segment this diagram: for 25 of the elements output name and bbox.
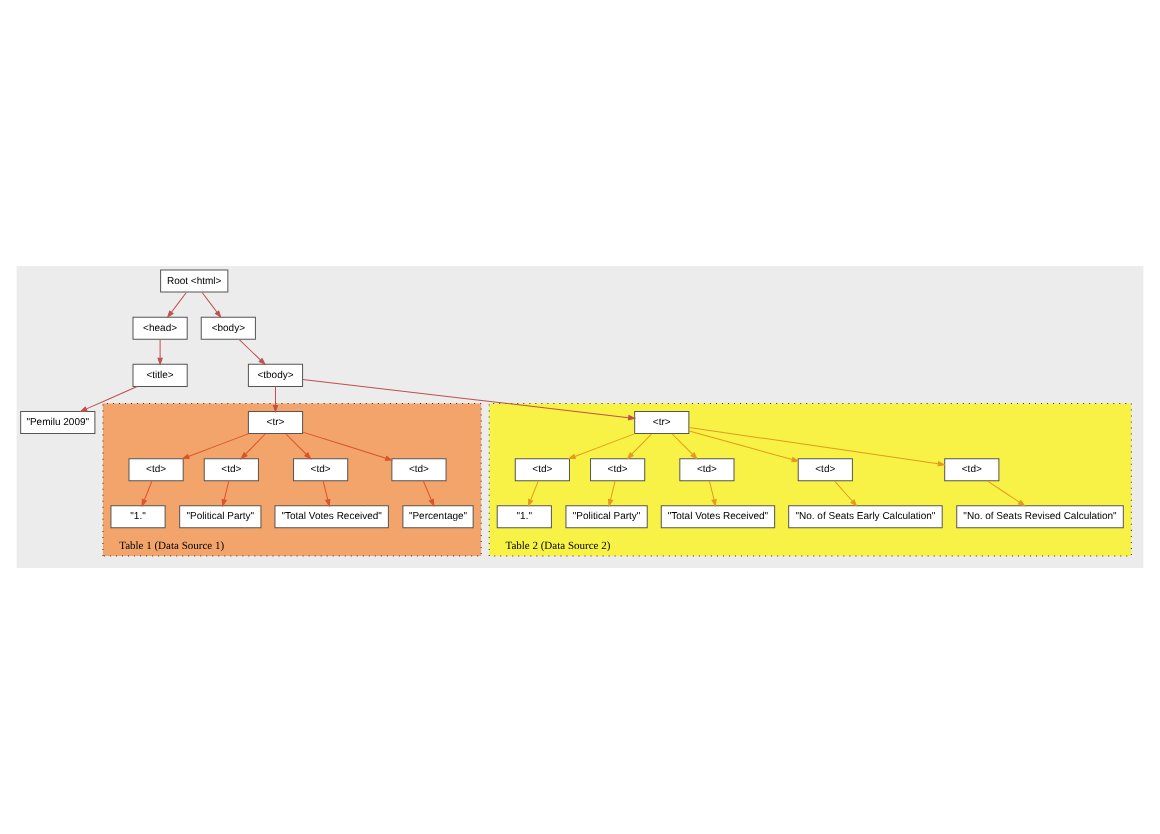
arrow — [834, 480, 857, 507]
arrow — [302, 379, 636, 421]
arrow — [240, 433, 266, 460]
arrow — [238, 339, 266, 365]
arrow — [422, 480, 435, 507]
arrow — [671, 433, 698, 460]
arrow — [607, 480, 616, 507]
arrow — [80, 386, 138, 412]
arrow — [167, 292, 187, 318]
arrow — [627, 433, 653, 460]
arrow — [221, 480, 230, 507]
arrow — [141, 480, 153, 507]
arrow — [709, 480, 717, 507]
arrow — [322, 480, 331, 507]
arrow — [285, 433, 312, 460]
arrow — [157, 339, 163, 365]
arrow — [986, 480, 1026, 507]
arrow — [201, 292, 222, 318]
arrow — [272, 386, 279, 412]
arrow — [688, 427, 945, 467]
arrow — [568, 433, 636, 460]
arrow — [688, 430, 799, 463]
arrow — [182, 433, 250, 460]
arrow — [527, 480, 539, 507]
arrow — [302, 431, 393, 461]
